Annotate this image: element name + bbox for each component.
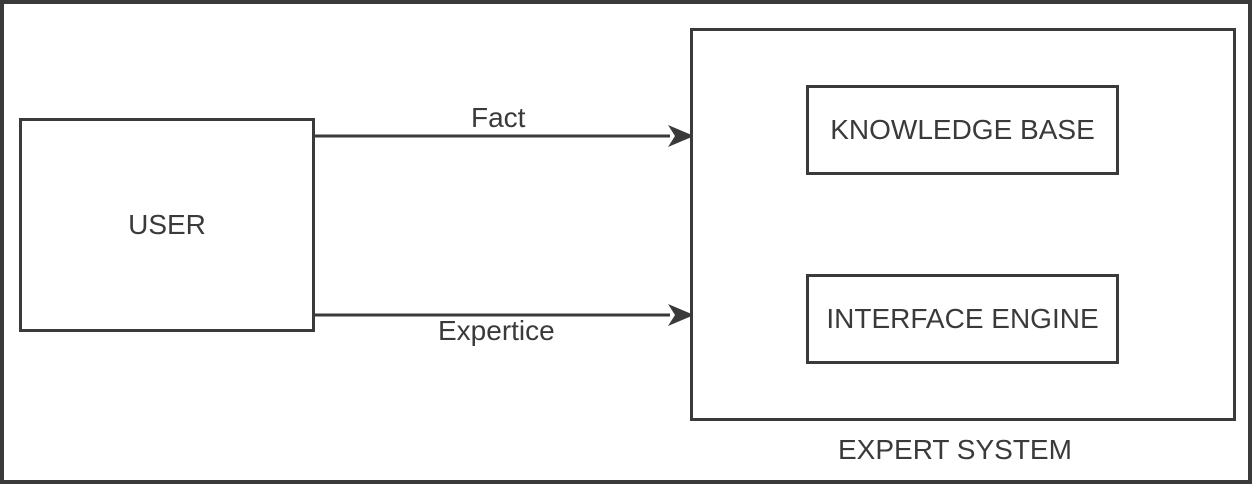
expertice-label: Expertice <box>438 315 555 346</box>
knowledge-base-label: KNOWLEDGE BASE <box>830 114 1095 145</box>
interface-engine-box: INTERFACE ENGINE <box>806 274 1119 364</box>
knowledge-base-box: KNOWLEDGE BASE <box>806 85 1119 175</box>
fact-label: Fact <box>471 102 526 133</box>
user-box: USER <box>19 118 315 332</box>
expert-system-label: EXPERT SYSTEM <box>838 434 1072 465</box>
interface-engine-label: INTERFACE ENGINE <box>826 303 1099 334</box>
user-label: USER <box>128 209 206 240</box>
